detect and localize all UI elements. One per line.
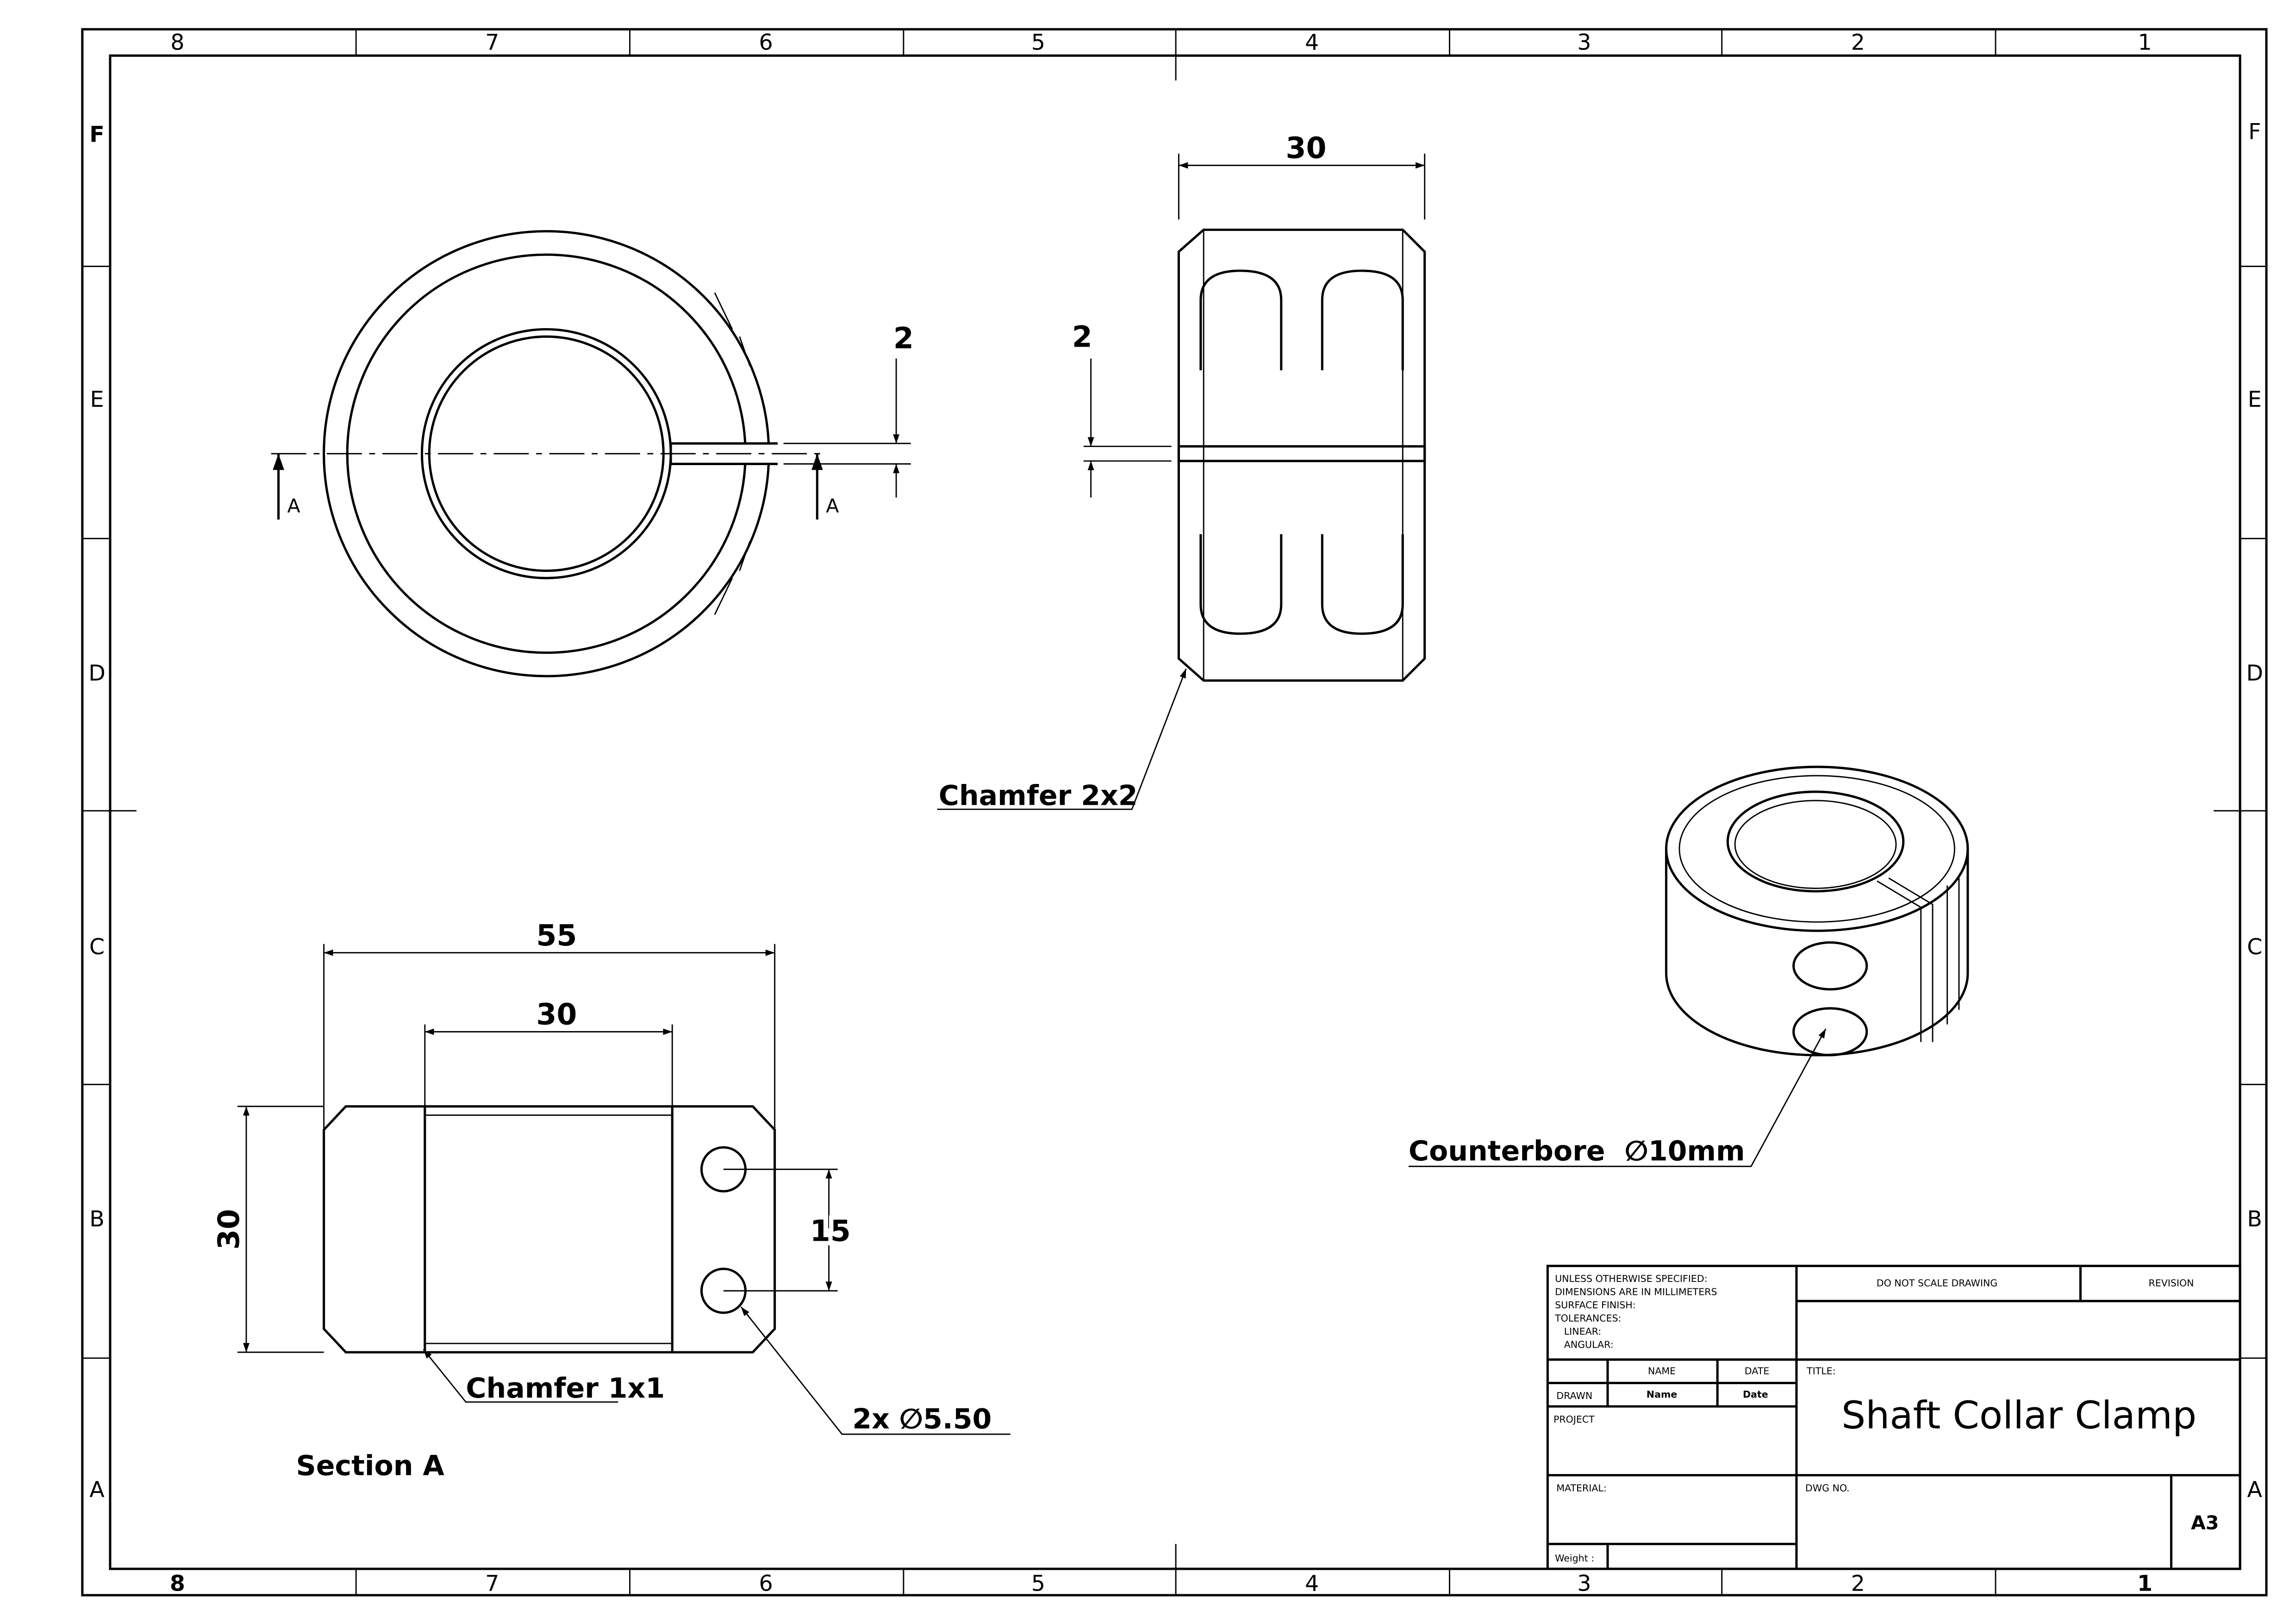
isometric-view: Counterbore ∅10mm	[1409, 765, 1969, 1168]
do-not-scale: DO NOT SCALE DRAWING	[1877, 1278, 1997, 1289]
zone-col-label: 2	[1851, 1571, 1865, 1596]
zone-col-label: 5	[1031, 1571, 1045, 1596]
section-marker: A	[826, 495, 839, 517]
project-label: PROJECT	[1554, 1414, 1595, 1425]
date-header: DATE	[1745, 1365, 1769, 1376]
drawn-label: DRAWN	[1556, 1390, 1592, 1401]
zone-row-label: F	[2248, 119, 2261, 144]
height-dimension: 30	[212, 1209, 246, 1250]
zone-row-label: B	[2247, 1206, 2262, 1232]
zone-row-label: C	[89, 934, 105, 960]
zone-col-label: 4	[1305, 1571, 1319, 1596]
spec-line: ANGULAR:	[1555, 1339, 1614, 1350]
zone-col-label: 3	[1577, 30, 1591, 56]
chamfer-note: Chamfer 1x1	[466, 1372, 665, 1405]
hole-spacing-dimension: 15	[810, 1214, 851, 1248]
section-view: 55 30 30 15 Chamfer 1x1 2x ∅5.50 Section…	[212, 918, 1011, 1482]
zone-row-label: A	[2247, 1477, 2262, 1503]
section-marker: A	[287, 495, 300, 517]
zone-row-label: B	[89, 1206, 105, 1232]
weight-label: Weight :	[1555, 1553, 1594, 1564]
dwg-no-label: DWG NO.	[1805, 1482, 1850, 1493]
slot-dimension: 2	[783, 321, 914, 498]
zone-col-label: 2	[1851, 30, 1865, 56]
overall-dimension: 55	[536, 918, 577, 952]
zone-row-label: D	[88, 660, 106, 686]
zone-col-label: 6	[759, 1571, 773, 1596]
hole-note: 2x ∅5.50	[852, 1403, 992, 1435]
zone-col-label: 7	[485, 1571, 499, 1596]
revision-label: REVISION	[2148, 1278, 2194, 1289]
zone-row-label: E	[2248, 387, 2262, 412]
width-dimension: 30	[1286, 131, 1327, 165]
zone-col-label: 1	[2138, 30, 2152, 56]
zone-row-label: D	[2246, 660, 2263, 686]
section-label: Section A	[296, 1450, 445, 1482]
zone-row-label: C	[2247, 934, 2262, 960]
top-view: A A 2	[271, 230, 914, 678]
drawing-title: Shaft Collar Clamp	[1841, 1393, 2196, 1437]
zone-col-label: 1	[2137, 1571, 2152, 1596]
zone-col-label: 8	[170, 1571, 185, 1596]
counterbore-note: Counterbore ∅10mm	[1409, 1135, 1745, 1168]
zone-col-label: 3	[1577, 1571, 1591, 1596]
sheet-size: A3	[2191, 1512, 2219, 1534]
drawn-date: Date	[1743, 1389, 1768, 1400]
title-label: TITLE:	[1806, 1365, 1836, 1376]
zone-row-label: F	[89, 122, 104, 148]
zone-row-label: E	[90, 387, 104, 412]
spec-line: UNLESS OTHERWISE SPECIFIED:	[1555, 1273, 1707, 1284]
svg-text:2: 2	[893, 321, 914, 355]
chamfer-note: Chamfer 2x2	[939, 779, 1138, 812]
zone-col-label: 8	[170, 30, 184, 56]
zone-row-label: A	[89, 1477, 105, 1503]
spec-line: DIMENSIONS ARE IN MILLIMETERS	[1555, 1287, 1717, 1298]
name-header: NAME	[1648, 1365, 1676, 1376]
zone-col-label: 5	[1031, 30, 1045, 56]
zone-col-label: 4	[1305, 30, 1319, 56]
zone-col-label: 6	[759, 30, 773, 56]
side-view: 30 2 Chamfer 2x2	[937, 131, 1426, 812]
spec-line: TOLERANCES:	[1554, 1313, 1621, 1324]
title-block: UNLESS OTHERWISE SPECIFIED: DIMENSIONS A…	[1546, 1264, 2241, 1570]
zone-col-label: 7	[485, 30, 499, 56]
sheet-frame: 8 7 6 5 4 3 2 1 8 7 6 5 4 3 2 1 F E D C …	[81, 28, 2268, 1597]
spec-line: SURFACE FINISH:	[1555, 1300, 1636, 1311]
slot-dimension: 2	[1072, 319, 1092, 354]
material-label: MATERIAL:	[1556, 1482, 1606, 1493]
bore-dimension: 30	[536, 997, 577, 1032]
drawn-name: Name	[1647, 1389, 1677, 1400]
spec-line: LINEAR:	[1555, 1326, 1601, 1337]
